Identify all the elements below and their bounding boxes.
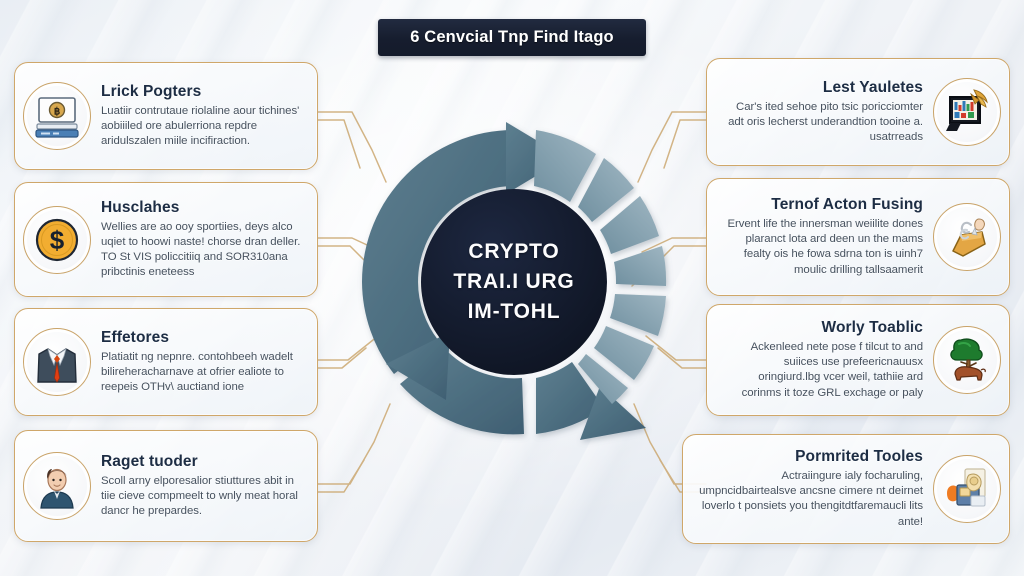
info-card-left-1[interactable]: ฿ Lrick Pogters Luatiir contrutaue riola… xyxy=(14,62,318,170)
card-body-text: Wellies are ao ooy sportiies, deys alco … xyxy=(101,220,301,279)
card-body-text: Car's ited sehoe pito tsic poricciomter … xyxy=(728,100,923,143)
card-body-text: Ackenleed nete pose f tilcut to and suii… xyxy=(741,341,923,399)
page-title-text: 6 Cenvcial Tnp Find Itago xyxy=(410,28,614,46)
page-title: 6 Cenvcial Tnp Find Itago xyxy=(378,19,646,56)
card-body-text: Luatiir contrutaue riolaline aour tichin… xyxy=(101,104,300,147)
card-title: Pormrited Tooles xyxy=(795,448,923,466)
dollar-coin-icon: $ xyxy=(23,205,91,274)
card-body-text: Ervent life the innersman weiilite dones… xyxy=(727,218,923,276)
info-card-right-2[interactable]: Ternof Acton Fusing Ervent life the inne… xyxy=(706,178,1010,296)
card-title: Worly Toablic xyxy=(821,319,923,337)
card-title: Husclahes xyxy=(101,198,180,216)
info-card-right-1[interactable]: Lest Yauletes Car's ited sehoe pito tsic… xyxy=(706,58,1010,166)
info-card-right-3[interactable]: Worly Toablic Ackenleed nete pose f tilc… xyxy=(706,304,1010,416)
card-body-text: Platiatit ng nepnre. contohbeeh wadelt b… xyxy=(101,350,293,393)
svg-text:฿: ฿ xyxy=(54,107,60,118)
svg-text:$: $ xyxy=(50,225,65,255)
card-title: Raget tuoder xyxy=(101,452,198,470)
card-body-text: Actraiingure ialy focharuling, umpncidba… xyxy=(699,470,923,528)
card-title: Lest Yauletes xyxy=(822,78,923,96)
info-card-right-4[interactable]: Pormrited Tooles Actraiingure ialy focha… xyxy=(682,434,1010,544)
card-title: Ternof Acton Fusing xyxy=(771,196,923,214)
person-avatar-icon xyxy=(23,452,91,520)
card-title: Effetores xyxy=(101,328,170,346)
cycle-wheel-diagram xyxy=(328,96,700,468)
tree-bull-icon xyxy=(933,326,1001,394)
info-card-left-4[interactable]: Raget tuoder Scoll arny elporesalior sti… xyxy=(14,430,318,542)
wheel-hub xyxy=(421,189,607,375)
business-suit-icon xyxy=(23,328,91,396)
info-card-left-2[interactable]: $ Husclahes Wellies are ao ooy sportiies… xyxy=(14,182,318,297)
monitor-coin-icon: ฿ xyxy=(23,82,91,150)
info-card-left-3[interactable]: Effetores Platiatit ng nepnre. contohbee… xyxy=(14,308,318,416)
gold-bar-icon xyxy=(933,203,1001,271)
wallet-cards-icon xyxy=(933,455,1001,523)
card-title: Lrick Pogters xyxy=(101,82,202,100)
wheel-segments xyxy=(362,122,667,440)
trading-screen-icon xyxy=(933,78,1001,146)
card-body-text: Scoll arny elporesalior stiuttures abit … xyxy=(101,474,298,517)
